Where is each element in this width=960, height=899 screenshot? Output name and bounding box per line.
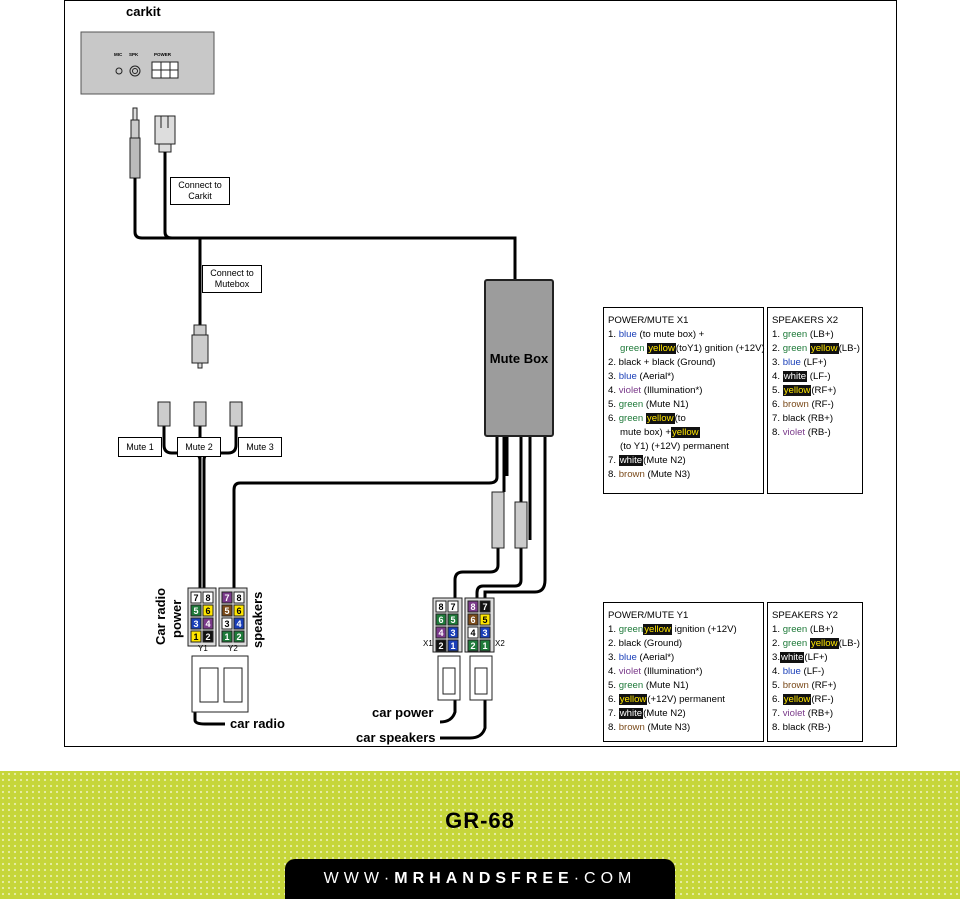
x1-title: POWER/MUTE X1 <box>608 315 689 326</box>
mute-box: Mute Box <box>484 279 554 437</box>
pin-x2-3: 5 <box>482 615 487 625</box>
mute2-label: Mute 2 <box>177 437 221 457</box>
mutebox-plug <box>191 324 209 369</box>
pin-y2-7: 2 <box>236 632 241 642</box>
pin-y2-0: 7 <box>224 593 229 603</box>
pin-y1-0: 7 <box>193 593 198 603</box>
mic-label: MIC <box>114 52 123 57</box>
pin-x2-0: 8 <box>470 602 475 612</box>
url-brand: MRHANDSFREE <box>394 870 574 887</box>
pin-x2-4: 4 <box>470 628 475 638</box>
pin-y2-1: 8 <box>236 593 241 603</box>
pin-y1-5: 4 <box>205 619 210 629</box>
mute-plugs <box>157 401 243 427</box>
pin-y2-4: 3 <box>224 619 229 629</box>
pin-y2-6: 1 <box>224 632 229 642</box>
car-speakers-label: car speakers <box>356 730 436 745</box>
power-mute-x1-table: POWER/MUTE X1 1. blue (to mute box) + gr… <box>603 307 765 494</box>
car-radio-label: Car radio <box>153 588 168 645</box>
spk-jack <box>129 65 141 77</box>
speakers-x2-table: SPEAKERS X2 1. green (LB+) 2. green yell… <box>767 307 863 494</box>
website-bar[interactable]: WWW·MRHANDSFREE·COM <box>285 859 675 899</box>
pin-x2-6: 2 <box>470 641 475 651</box>
pin-cells: 7 8 5 6 3 4 1 2 7 8 5 6 3 4 1 2 8 7 6 5 … <box>190 591 491 652</box>
power-plug <box>154 115 176 153</box>
pin-y2-3: 6 <box>236 606 241 616</box>
pin-x2-5: 3 <box>482 628 487 638</box>
power-label: POWER <box>154 52 172 57</box>
pin-x1-0: 8 <box>438 602 443 612</box>
pin-y1-6: 1 <box>193 632 198 642</box>
pin-y1-1: 8 <box>205 593 210 603</box>
y1-label: Y1 <box>198 644 208 653</box>
y2-label: Y2 <box>228 644 238 653</box>
audio-plug <box>129 107 141 179</box>
pin-x1-2: 6 <box>438 615 443 625</box>
carkit-title: carkit <box>126 4 161 19</box>
pin-x1-3: 5 <box>450 615 455 625</box>
x2-title: SPEAKERS X2 <box>772 315 839 326</box>
pin-x1-1: 7 <box>450 602 455 612</box>
pin-x2-2: 6 <box>470 615 475 625</box>
pin-y2-2: 5 <box>224 606 229 616</box>
pin-x2-1: 7 <box>482 602 487 612</box>
y-connectors <box>187 587 249 713</box>
mic-jack <box>115 67 123 75</box>
car-power-label: car power <box>372 705 434 720</box>
carkit-panel <box>80 31 215 95</box>
url-suffix: ·COM <box>573 870 637 887</box>
car-radio-bottom-label: car radio <box>230 716 285 731</box>
y1-title: POWER/MUTE Y1 <box>608 610 689 621</box>
mute3-label: Mute 3 <box>238 437 282 457</box>
pin-y1-3: 6 <box>205 606 210 616</box>
pin-y1-2: 5 <box>193 606 198 616</box>
speakers-label: speakers <box>250 592 265 648</box>
model-number: GR-68 <box>445 808 515 833</box>
pin-y1-4: 3 <box>193 619 198 629</box>
y2-title: SPEAKERS Y2 <box>772 610 838 621</box>
mute1-label: Mute 1 <box>118 437 162 457</box>
pin-y1-7: 2 <box>205 632 210 642</box>
power-label-rot: power <box>169 600 184 638</box>
pin-y2-5: 4 <box>236 619 241 629</box>
x1-label: X1 <box>423 639 433 648</box>
pin-x1-5: 3 <box>450 628 455 638</box>
mute-box-label: Mute Box <box>489 350 549 366</box>
pin-x2-7: 1 <box>482 641 487 651</box>
power-mute-y1-table: POWER/MUTE Y1 1. greenyellow ignition (+… <box>603 602 764 742</box>
pin-x1-6: 2 <box>438 641 443 651</box>
spk-label: SPK <box>129 52 139 57</box>
speakers-y2-table: SPEAKERS Y2 1. green (LB+) 2. green yell… <box>767 602 863 742</box>
inline-plugs <box>491 491 528 549</box>
x2-label: X2 <box>495 639 505 648</box>
pin-x1-4: 4 <box>438 628 443 638</box>
url-prefix: WWW· <box>323 870 395 887</box>
pin-x1-7: 1 <box>450 641 455 651</box>
